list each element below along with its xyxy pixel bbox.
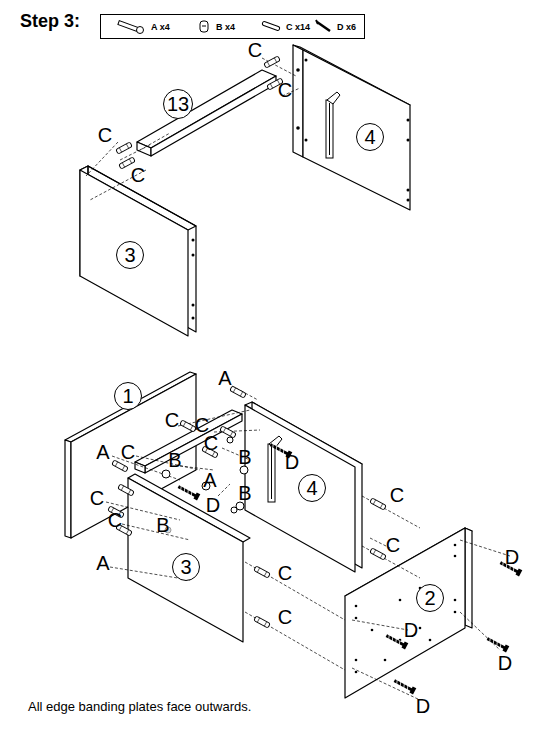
part-letter: C [89,488,105,508]
part-letter: B [237,483,252,503]
cam-nut [236,502,244,510]
screw [486,636,510,653]
part-count: B x4 [216,22,235,32]
part-number-circle: 3 [116,241,144,269]
part-letter: C [130,165,146,185]
leader-line [352,620,408,630]
part-number: 4 [306,478,317,498]
part-letter: C [97,125,113,145]
part-letter: A [202,470,217,490]
leader-line [245,562,345,620]
dowel [180,420,196,432]
part-letter: A [95,442,110,462]
part-letter: C [277,563,293,583]
dowel [230,386,246,398]
part-number: 13 [167,94,189,114]
leader-line [86,142,118,176]
leader-line [460,540,510,556]
part-letter: C [277,80,293,100]
dowel [254,616,270,628]
screw [177,484,201,501]
part-number-circle: 4 [356,123,384,151]
leader-line [122,524,190,540]
part-letter: C [277,607,293,627]
part-number: 3 [124,245,135,265]
part-number-circle: 4 [298,474,326,502]
part-letter: B [155,515,170,535]
part-letter: B [167,450,182,470]
part-number-circle: 1 [114,382,142,410]
dowel [370,498,386,510]
part-letter: D [403,620,419,640]
part-letter: C [194,415,210,435]
step-title: Step 3: [20,12,80,30]
dowel [116,142,132,154]
note-caption: All edge banding plates face outwards. [28,700,251,713]
parts-list-box: A x4 B x4 C x14 D x6 [100,14,365,39]
dowel [370,548,386,560]
part-number-circle: 2 [416,584,444,612]
leader-line [245,612,345,670]
part-letter: D [284,452,300,472]
part-letter: C [385,535,401,555]
dowel [220,426,236,438]
part-letter: C [389,485,405,505]
part-letter: D [504,547,520,567]
part-letter: C [107,510,123,530]
part-count: D x6 [337,22,356,32]
part-letter: A [217,368,232,388]
part-letter: C [247,40,263,60]
part-count: C x14 [286,22,310,32]
part-letter: C [164,410,180,430]
dowel [118,484,134,496]
part-number-circle: 3 [172,553,200,581]
cam-nut [240,466,248,474]
part-letter: D [205,495,221,515]
part-number: 2 [424,588,435,608]
dowel [264,56,280,68]
dowel [254,566,270,578]
part-letter: C [203,433,219,453]
leader-line [460,612,500,650]
part-number-circle: 13 [163,89,193,119]
part-letter: D [415,696,431,716]
part-count: A x4 [151,22,170,32]
part-letter: C [120,442,136,462]
part-number: 1 [122,386,133,406]
leader-line [136,456,200,470]
part-number: 3 [180,557,191,577]
screw [393,678,417,695]
leader-line [352,668,420,700]
part-letter: A [95,553,110,573]
part-number: 4 [364,127,375,147]
part-letter: D [497,653,513,673]
cam-nut [162,470,170,478]
part-letter: B [237,447,252,467]
